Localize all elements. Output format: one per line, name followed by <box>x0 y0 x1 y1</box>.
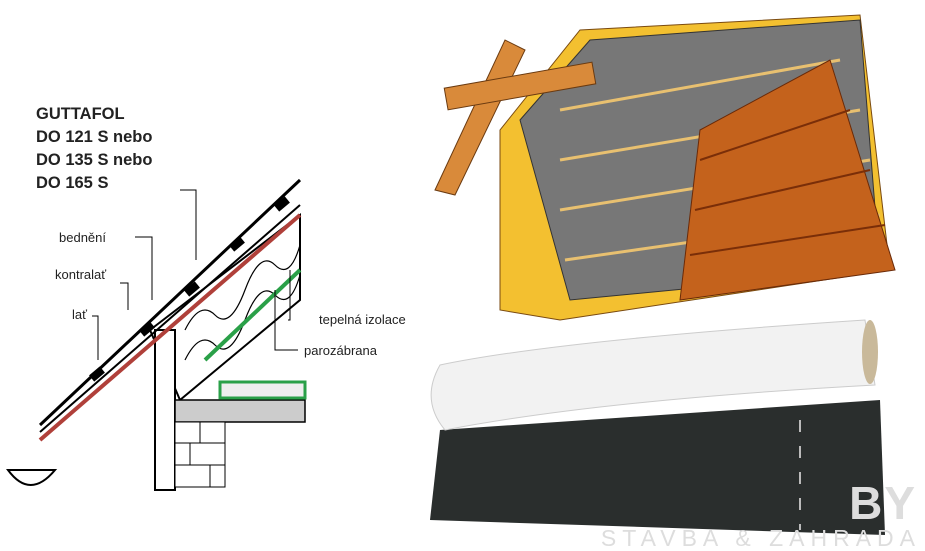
label-bedneni: bednění <box>59 230 106 245</box>
ridge-beam <box>443 61 597 111</box>
leader-lines <box>92 189 298 360</box>
watermark-brand: BY <box>849 477 917 529</box>
label-tepelna-izolace: tepelná izolace <box>319 312 406 327</box>
membrane-roll <box>430 319 885 535</box>
roof-3d-illustration <box>434 14 896 321</box>
tile-line <box>38 178 302 427</box>
brick-wall <box>174 421 226 488</box>
vapor-barrier-line <box>203 268 302 362</box>
product-title: GUTTAFOL DO 121 S nebo DO 135 S nebo DO … <box>36 105 153 192</box>
gutter <box>6 469 58 486</box>
roof-tiles <box>679 59 896 301</box>
roof-section-diagram <box>6 178 307 491</box>
ceiling-slab <box>174 399 306 423</box>
label-parozabrana: parozábrana <box>304 343 377 358</box>
wall-insulation <box>154 329 176 491</box>
battens <box>89 196 290 382</box>
label-kontralat: kontralať <box>55 267 107 282</box>
label-lat: lať <box>72 307 87 322</box>
floor-insulation <box>218 380 307 400</box>
roof-foil-line <box>38 213 302 442</box>
watermark-tagline: STAVBA & ZAHRADA <box>600 525 921 551</box>
